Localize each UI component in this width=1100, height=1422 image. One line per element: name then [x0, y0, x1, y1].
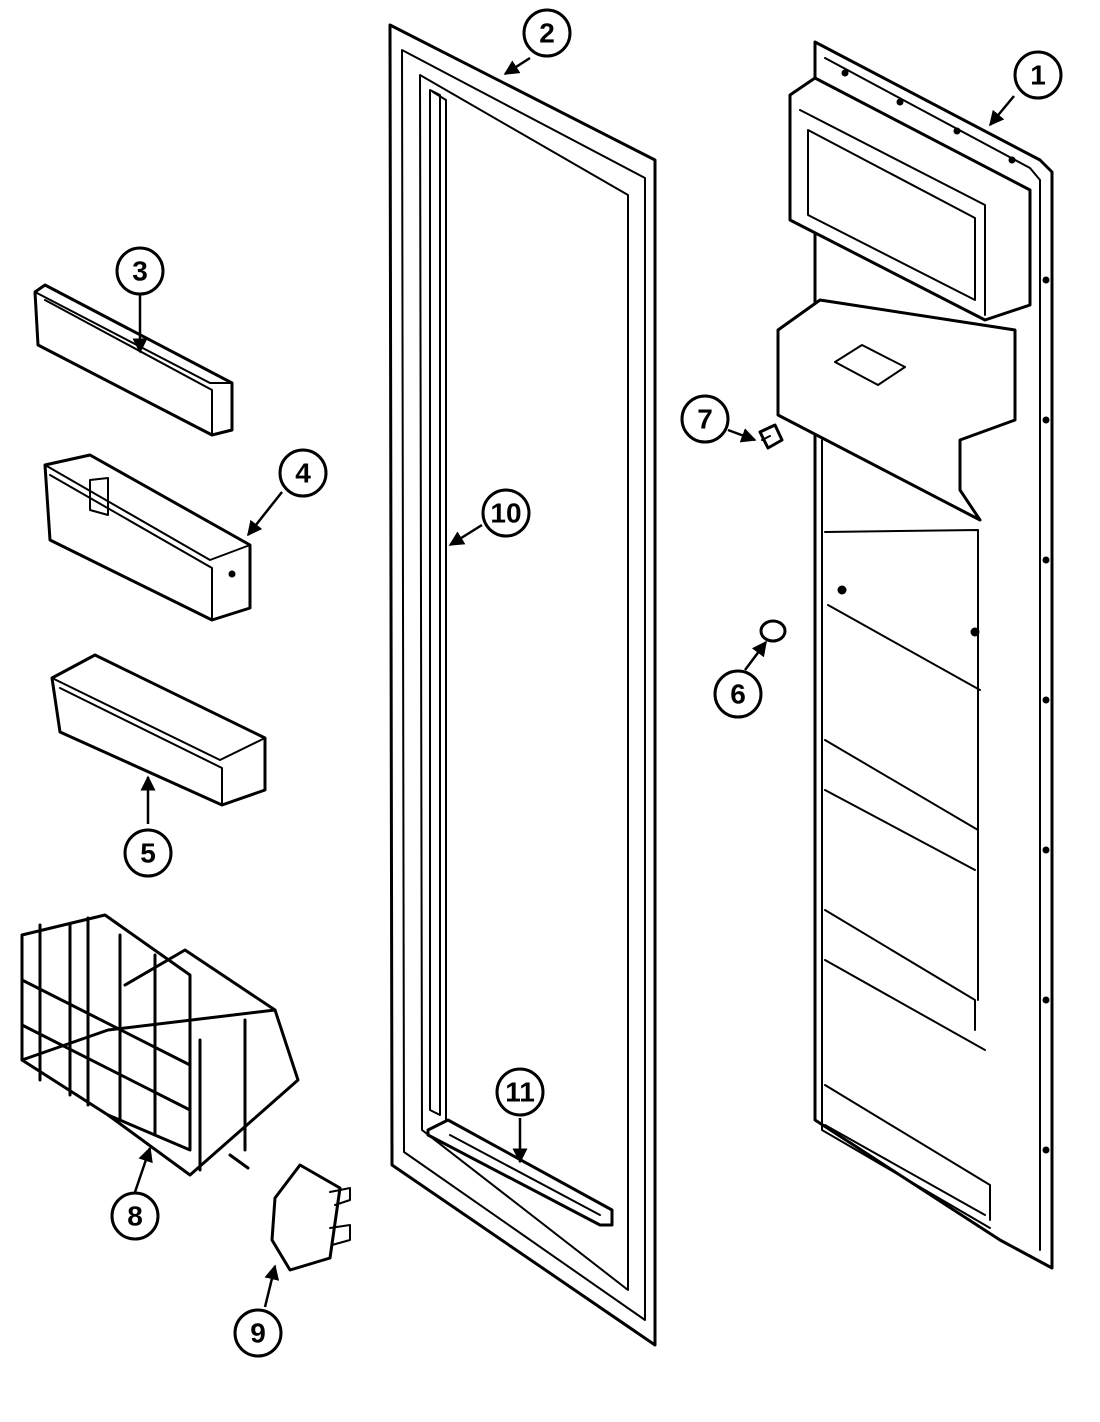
callout-1: 1: [1013, 50, 1063, 100]
breaker-strip: [432, 91, 447, 1121]
door-gasket: [388, 23, 657, 1347]
plug-button: [759, 619, 787, 643]
callout-5-label: 5: [140, 838, 156, 869]
callout-10: 10: [481, 488, 531, 538]
callout-4: 4: [278, 448, 328, 498]
door-bin-small: [33, 283, 234, 437]
callout-3: 3: [115, 246, 165, 296]
leader-lines: [132, 56, 1015, 1308]
inner-door-liner: [776, 40, 1054, 1270]
callout-1-label: 1: [1030, 60, 1046, 91]
callout-8: 8: [110, 1191, 160, 1241]
callout-2: 2: [522, 8, 572, 58]
door-bin-medium: [50, 653, 267, 807]
callout-7-label: 7: [697, 404, 713, 435]
callout-9-label: 9: [250, 1318, 266, 1349]
bottom-strip: [426, 1118, 614, 1227]
callout-9: 9: [233, 1308, 283, 1358]
callout-7: 7: [680, 394, 730, 444]
callout-6: 6: [713, 669, 763, 719]
callout-8-label: 8: [127, 1201, 143, 1232]
door-bin-deep: [43, 453, 252, 622]
callout-3-label: 3: [132, 256, 148, 287]
screw: [758, 423, 784, 450]
callout-10-label: 10: [490, 498, 521, 529]
callout-6-label: 6: [730, 679, 746, 710]
callout-4-label: 4: [295, 458, 311, 489]
wire-basket: [20, 913, 300, 1177]
callout-11-label: 11: [505, 1077, 535, 1108]
callout-11: 11: [495, 1067, 545, 1117]
basket-bracket: [270, 1163, 351, 1272]
callout-2-label: 2: [539, 18, 555, 49]
callout-5: 5: [123, 828, 173, 878]
